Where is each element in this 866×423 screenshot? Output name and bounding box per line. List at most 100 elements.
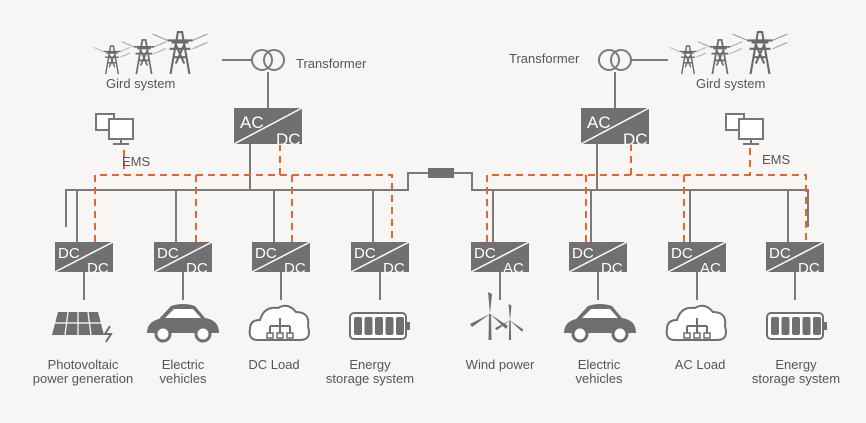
coupler (428, 168, 454, 178)
device-label: Wind power (466, 357, 535, 372)
transformer-icon (263, 49, 285, 71)
battery-cell (771, 317, 779, 335)
tower-cable (152, 33, 208, 50)
monitor-icon (738, 118, 764, 140)
device-label: vehicles (576, 371, 623, 386)
turbine-blade (495, 304, 524, 332)
converter-diagonal (54, 241, 114, 273)
converter-diagonal (765, 241, 825, 273)
load-node (286, 332, 294, 339)
unit-converter-bottom: DC (87, 260, 109, 277)
battery-terminal (823, 322, 827, 330)
unit-converter-bottom: DC (383, 260, 405, 277)
tower-cable (669, 47, 707, 58)
wiring (65, 59, 809, 300)
unit-converter-bottom: DC (284, 260, 306, 277)
lightning-icon (103, 325, 113, 343)
right-transformer-label: Transformer (509, 51, 580, 66)
unit-converter-top: DC (354, 245, 376, 262)
wheel-icon (154, 325, 172, 343)
transmission-tower-icon (732, 30, 788, 75)
tower-structure (679, 45, 697, 75)
battery-terminal (406, 322, 410, 330)
unit-converter-top: DC (572, 245, 594, 262)
tower-structure (709, 39, 731, 75)
load-tree (686, 318, 708, 334)
turbine-tower (508, 320, 512, 340)
tower-cable (697, 41, 743, 54)
load-node (266, 332, 274, 339)
left-transformer-label: Transformer (296, 56, 367, 71)
converter-diagonal (667, 241, 727, 273)
tower-structure (133, 39, 155, 75)
tower-cable (93, 47, 131, 58)
right-main-converter-bottom: DC (623, 130, 648, 149)
right-bus (454, 172, 809, 227)
device-label: Energy (349, 357, 391, 372)
unit-converter-bottom: DC (186, 260, 208, 277)
device-label: storage system (752, 371, 840, 386)
converter-diagonal (350, 241, 410, 273)
battery-cell (396, 317, 404, 335)
unit-converter-bottom: DC (601, 260, 623, 277)
transformer-icon (251, 49, 273, 71)
transmission-tower-icon (669, 45, 707, 75)
turbine-tower (488, 314, 492, 340)
converter-diagonal (568, 241, 628, 273)
right-ems-label: EMS (762, 152, 791, 167)
tower-structure (747, 30, 773, 75)
unit-converter-bottom: AC (700, 260, 721, 277)
right-main-converter-top: AC (587, 113, 611, 132)
icons (52, 30, 827, 343)
transmission-tower-icon (93, 45, 131, 75)
unit-converter-top: DC (769, 245, 791, 262)
device-label: storage system (326, 371, 414, 386)
communication-line (486, 174, 807, 242)
transmission-tower-icon (121, 39, 167, 75)
communication-line (94, 174, 393, 242)
load-tree (269, 318, 291, 334)
battery-cell (813, 317, 821, 335)
unit-converter-top: DC (157, 245, 179, 262)
turbine-blade (470, 292, 508, 329)
transmission-tower-icon (697, 39, 743, 75)
unit-converter-bottom: AC (503, 260, 524, 277)
wind-turbine-icon (470, 292, 508, 340)
right-grid-label: Gird system (696, 76, 765, 91)
wheel-icon (571, 325, 589, 343)
battery-cell (781, 317, 790, 335)
device-label: vehicles (160, 371, 207, 386)
battery-cell (354, 317, 362, 335)
device-label: Energy (775, 357, 817, 372)
converter-diagonal (580, 107, 650, 145)
converter-diagonal (251, 241, 311, 273)
converter-diagonal (233, 107, 303, 145)
converter-diagonal (153, 241, 213, 273)
wheel-icon (611, 325, 629, 343)
transmission-tower-icon (152, 30, 208, 75)
left-bus (65, 172, 428, 227)
transformer-icon (598, 49, 620, 71)
tower-cable (732, 33, 788, 50)
tower-structure (103, 45, 121, 75)
monitor-icon (108, 118, 134, 140)
unit-converter-top: DC (255, 245, 277, 262)
device-label: AC Load (675, 357, 726, 372)
converter-diagonal (470, 241, 530, 273)
tower-cable (121, 41, 167, 54)
left-grid-label: Gird system (106, 76, 175, 91)
left-ems-label: EMS (122, 154, 151, 169)
battery-cell (375, 317, 383, 335)
unit-converter-top: DC (671, 245, 693, 262)
unit-converter-top: DC (58, 245, 80, 262)
car-window (165, 309, 201, 318)
battery-cell (364, 317, 373, 335)
battery-cell (792, 317, 800, 335)
communication-lines (94, 144, 807, 242)
device-label: power generation (33, 371, 133, 386)
tower-structure (167, 30, 193, 75)
wind-turbine-icon (495, 304, 524, 340)
left-main-converter-bottom: DC (276, 130, 301, 149)
battery-cell (802, 317, 811, 335)
